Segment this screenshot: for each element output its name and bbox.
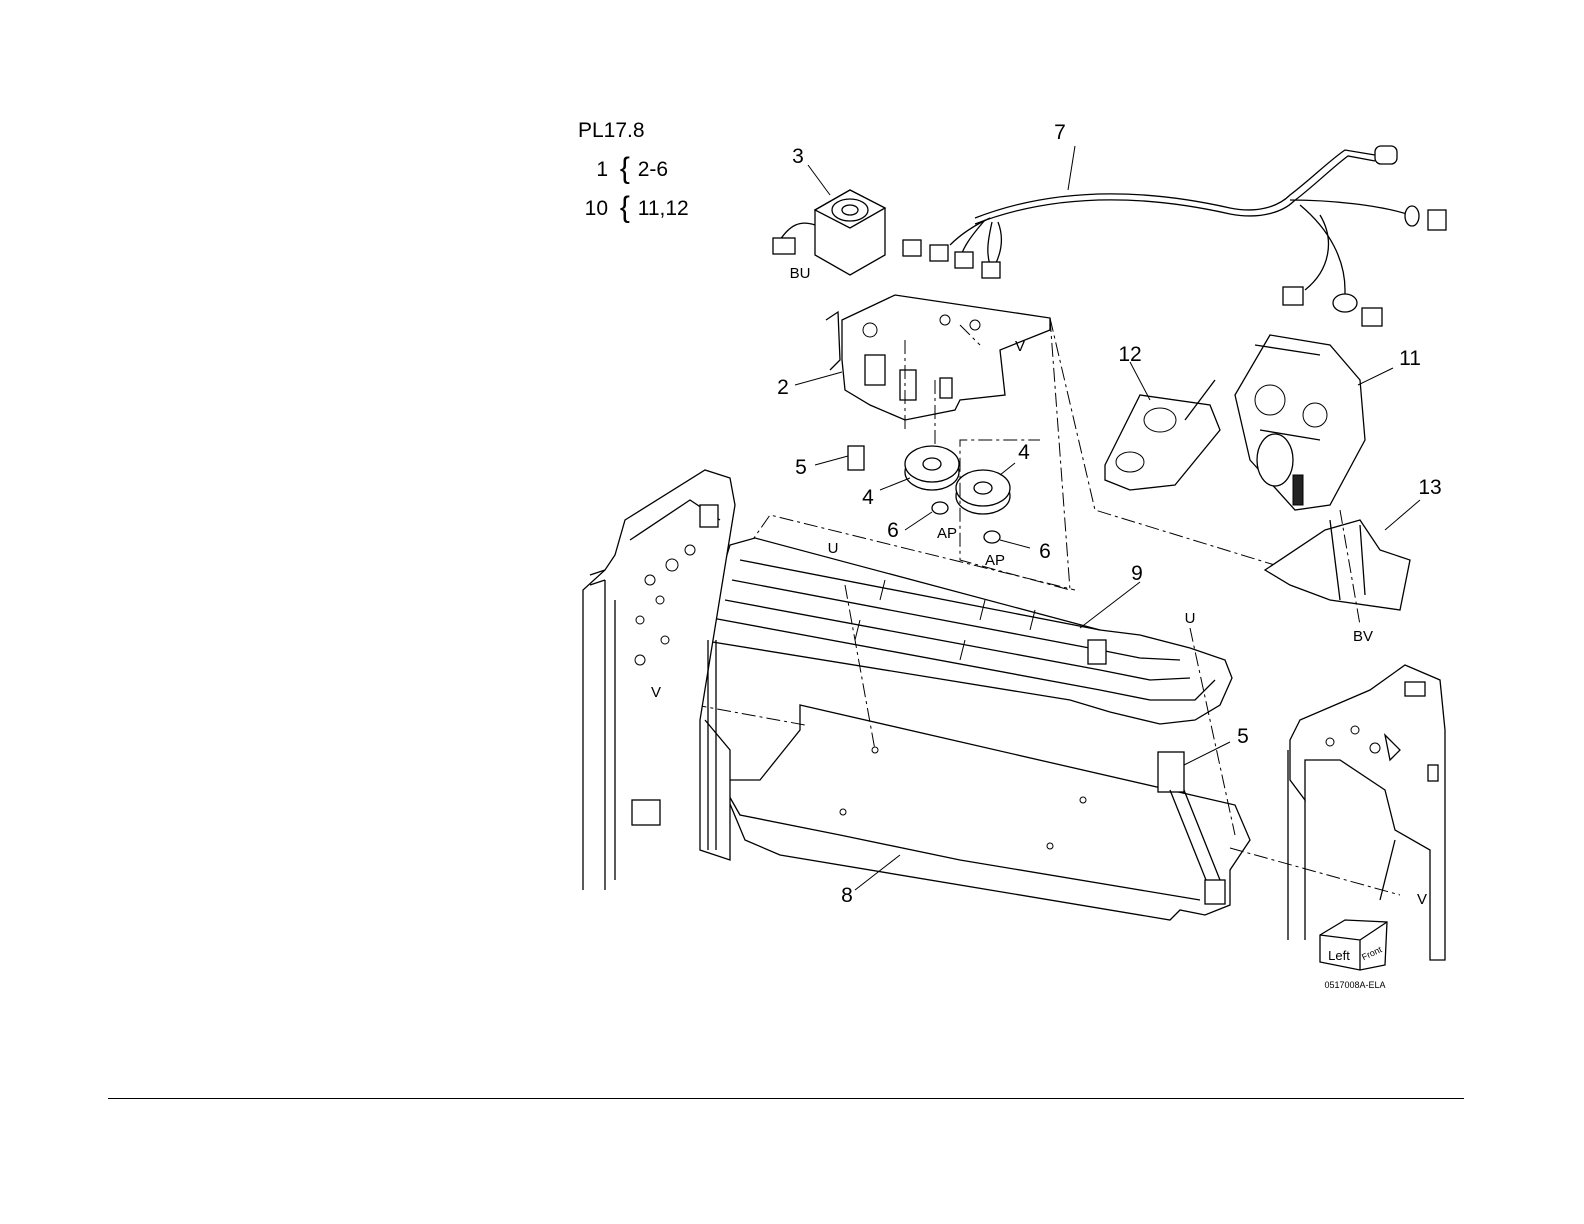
callout-5-upper: 5: [795, 456, 807, 479]
ref-u-left: U: [828, 540, 839, 557]
ref-v-right: V: [1417, 891, 1427, 908]
callout-4-left: 4: [862, 486, 874, 509]
guide-tray-part-9: [690, 515, 1232, 724]
callout-12: 12: [1118, 343, 1141, 366]
callout-3: 3: [792, 145, 804, 168]
callout-11: 11: [1399, 347, 1421, 370]
callout-7: 7: [1054, 121, 1066, 144]
ref-bv: BV: [1353, 628, 1373, 645]
figure-code: 0517008A-ELA: [1324, 980, 1385, 990]
callout-9: 9: [1131, 562, 1143, 585]
callout-6-right: 6: [1039, 540, 1051, 563]
callout-6-left: 6: [887, 519, 899, 542]
callout-4-right: 4: [1018, 441, 1030, 464]
ref-ap-left: AP: [937, 525, 957, 542]
callout-2: 2: [777, 376, 789, 399]
bearing-part-6-right: [984, 531, 1030, 548]
gear-part-4-left: [880, 446, 959, 490]
gear-part-4-right: [956, 463, 1015, 514]
ref-v-left: V: [651, 684, 661, 701]
base-plate-part-8: [720, 705, 1250, 920]
clip-part-5-upper: [815, 446, 864, 470]
ref-v-upper: V: [1015, 338, 1025, 355]
left-side-frame: [583, 470, 735, 890]
callout-13: 13: [1418, 476, 1441, 499]
wire-harness-part-7: [903, 146, 1446, 326]
bracket-part-13: [1265, 500, 1420, 625]
motor-part-3: [773, 165, 885, 275]
bracket-part-2: [795, 295, 1050, 460]
callout-8: 8: [841, 884, 853, 907]
right-side-frame: [1288, 665, 1445, 960]
callout-5-lower: 5: [1237, 725, 1249, 748]
ref-ap-right: AP: [985, 552, 1005, 569]
orientation-left-label: Left: [1328, 948, 1350, 963]
ref-u-right: U: [1185, 610, 1196, 627]
cover-part-12: [1105, 362, 1220, 490]
ref-bu: BU: [790, 265, 811, 282]
footer-divider: [108, 1098, 1464, 1099]
drive-unit-part-11: [1235, 335, 1393, 510]
